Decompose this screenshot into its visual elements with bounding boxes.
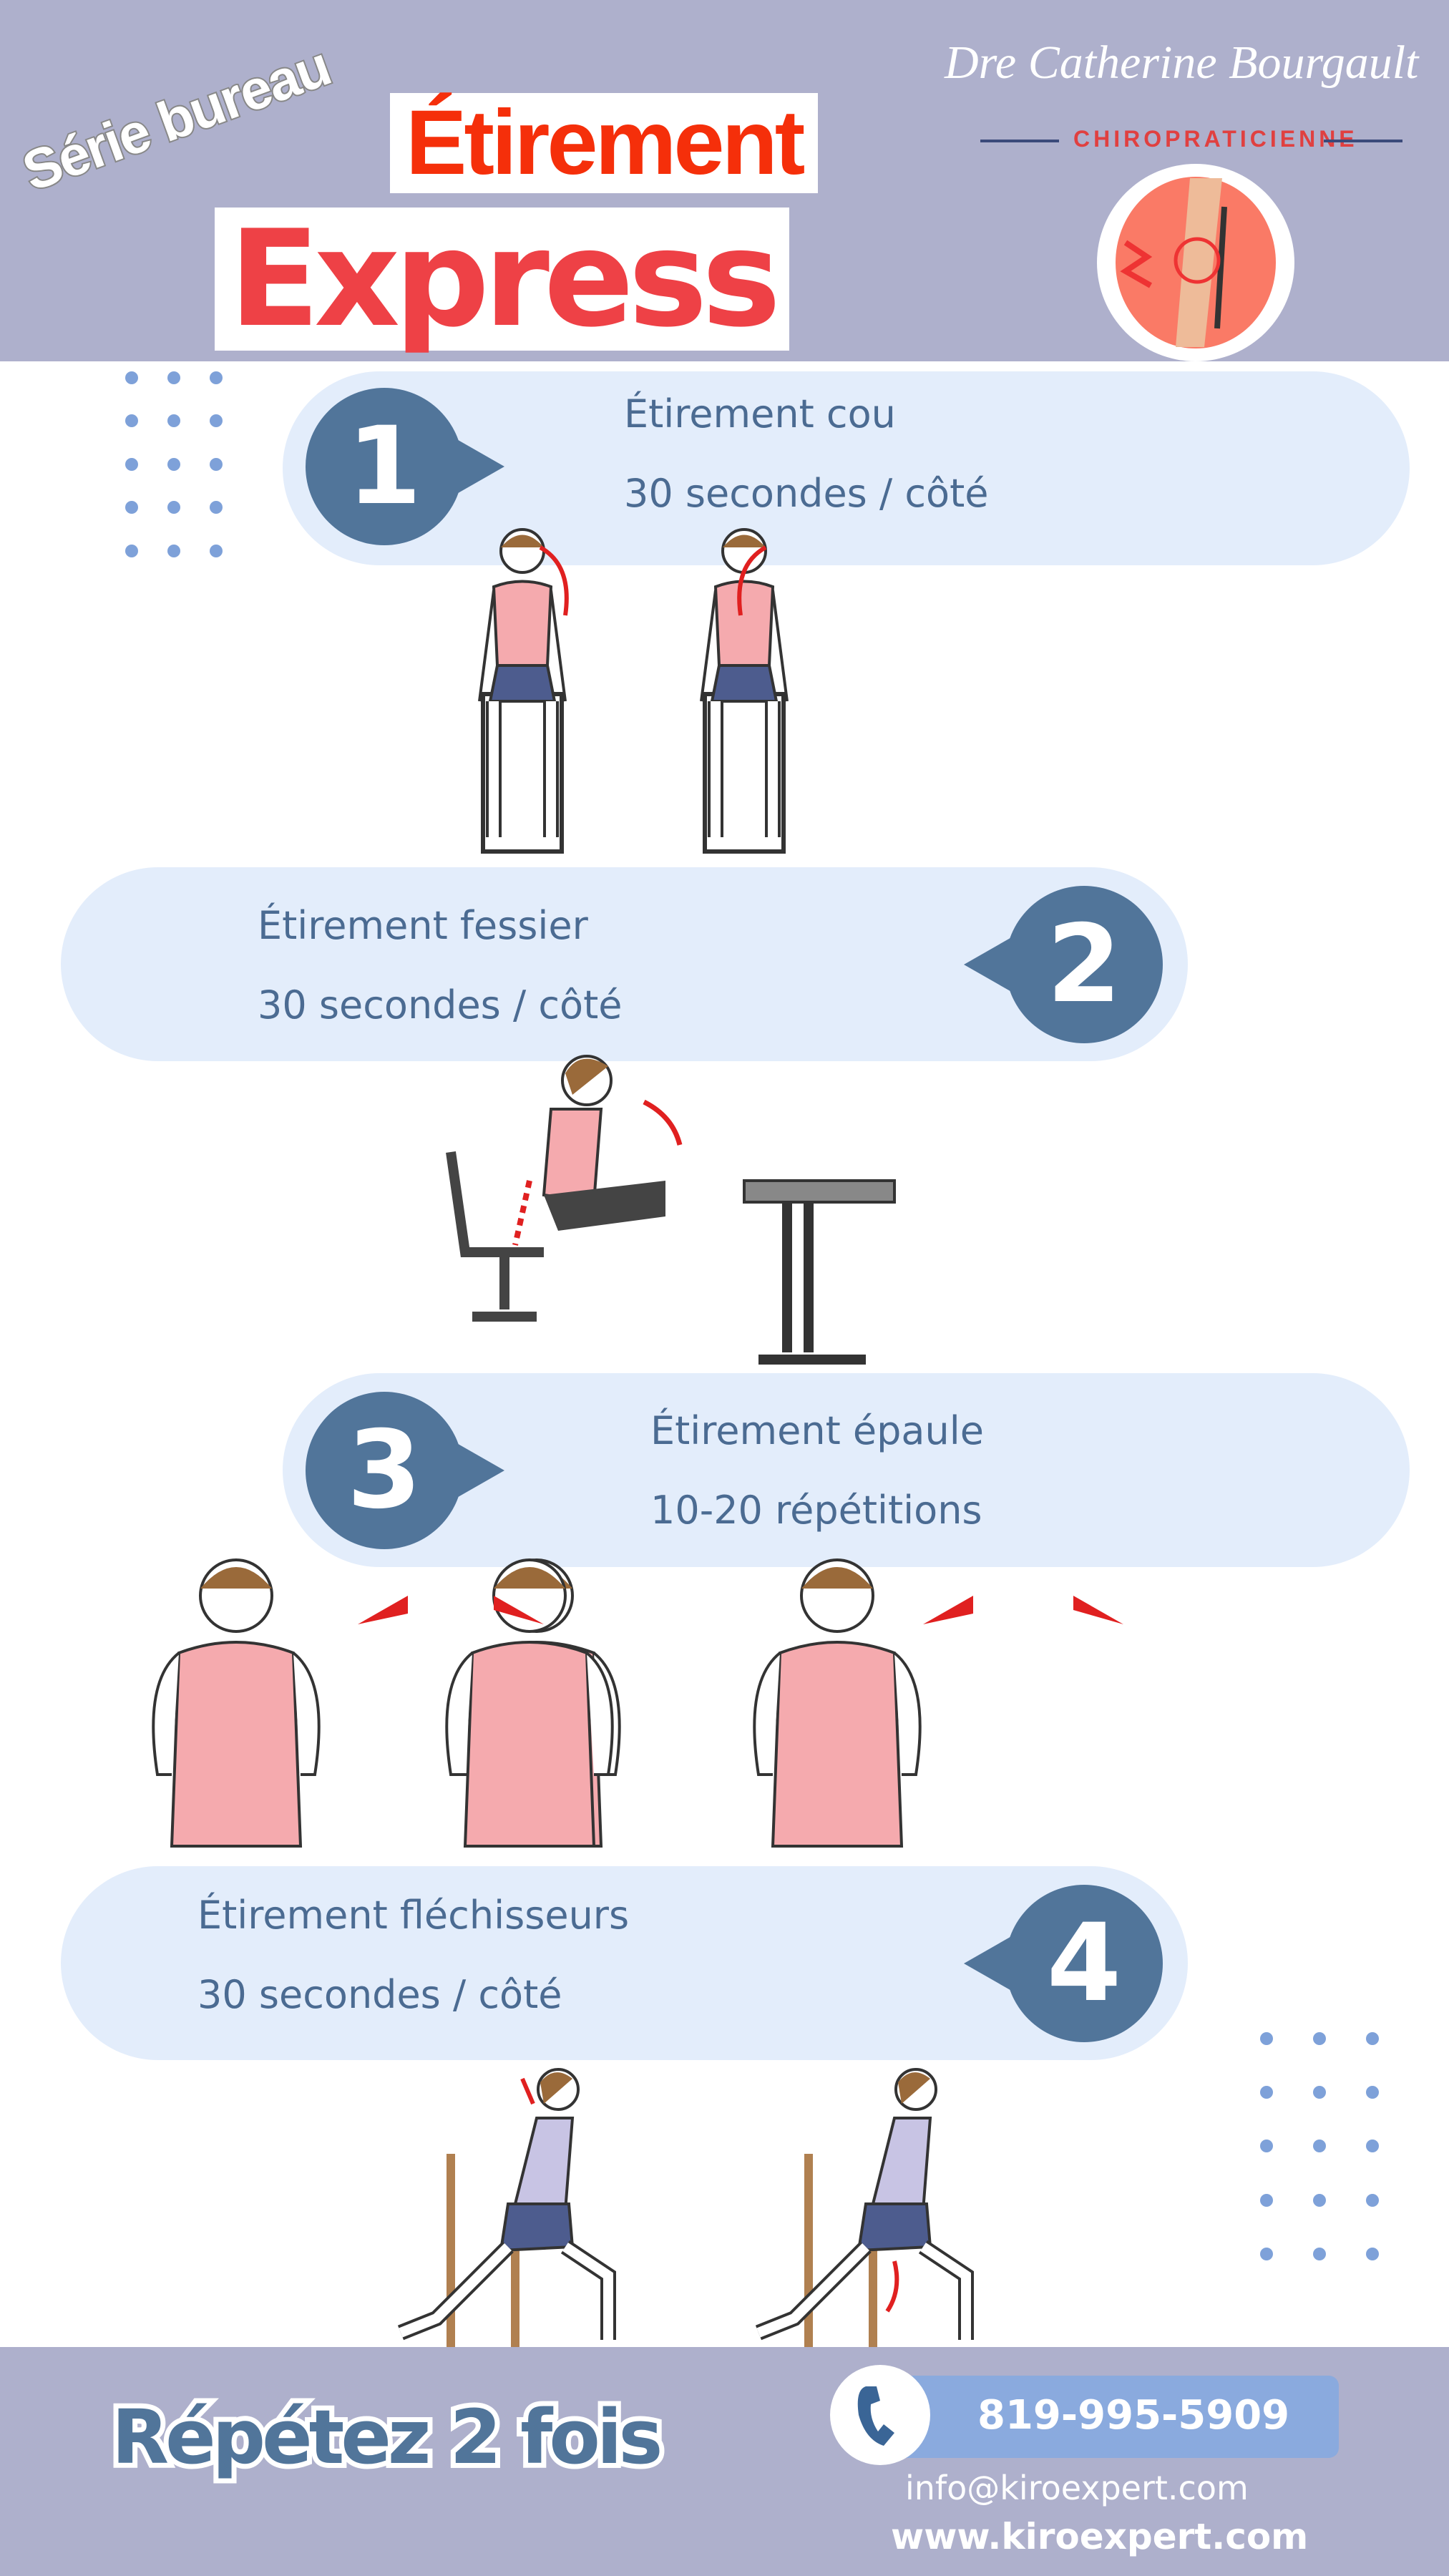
decorative-dots [125,371,225,557]
exercise-2-name: Étirement fessier [258,903,588,948]
doctor-name: Dre Catherine Bourgault [945,36,1419,89]
phone-pill[interactable] [859,2376,1339,2458]
website-link[interactable]: www.kiroexpert.com [891,2516,1309,2557]
step-number-4: 4 [964,1885,1163,2042]
phone-number[interactable]: 819-995-5909 [977,2392,1290,2439]
knee-logo-icon [1097,164,1294,361]
exercise-2-reps: 30 secondes / côté [258,982,623,1028]
step-number-1: 1 [306,388,504,545]
email-link[interactable]: info@kiroexpert.com [905,2469,1249,2507]
divider [1324,140,1402,142]
shoulder-stretch-illustration [152,1558,1123,1848]
step-number-3: 3 [306,1392,504,1549]
repeat-instruction: Répétez 2 fois [107,2389,668,2486]
hip-flexor-stretch-illustration [397,2061,1038,2361]
neck-stretch-illustration [478,522,830,866]
exercise-4-name: Étirement fléchisseurs [197,1893,630,1938]
divider [980,140,1059,142]
phone-icon [830,2365,930,2465]
glute-stretch-illustration [446,1055,896,1365]
decorative-dots [1260,2032,1382,2261]
exercise-1-name: Étirement cou [624,391,896,436]
title-line2: Express [215,208,790,351]
exercise-4-reps: 30 secondes / côté [197,1972,562,2017]
exercise-3-reps: 10-20 répétitions [650,1488,982,1533]
title-line1: Étirement [390,93,819,193]
exercise-3-name: Étirement épaule [650,1408,984,1453]
exercise-1-reps: 30 secondes / côté [624,471,989,516]
profession: CHIROPRATICIENNE [1073,126,1358,152]
step-number-2: 2 [964,886,1163,1043]
